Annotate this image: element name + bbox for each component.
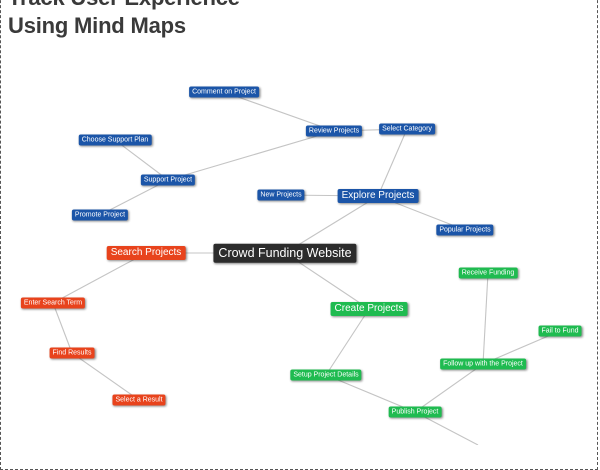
link-explore-select-category (377, 128, 408, 197)
node-promote-project[interactable]: Promote Project (71, 209, 129, 221)
node-root[interactable]: Crowd Funding Website (213, 243, 357, 263)
node-follow-up-with-project[interactable]: Follow up with the Project (440, 358, 526, 370)
node-fail-to-fund[interactable]: Fail to Fund (538, 325, 582, 337)
link-setup-publish (325, 374, 416, 413)
node-explore-projects[interactable]: Explore Projects (337, 189, 419, 203)
link-find-results-select (71, 352, 140, 401)
node-select-a-result[interactable]: Select a Result (112, 394, 166, 406)
node-choose-support-plan[interactable]: Choose Support Plan (78, 134, 152, 146)
page-title-line-1: Track User Experience (8, 0, 240, 10)
link-enter-term-find-results (52, 302, 73, 354)
node-search-projects[interactable]: Search Projects (106, 246, 186, 260)
link-search-enter-term (52, 252, 147, 304)
link-publish-offscreen (414, 411, 479, 445)
link-support-choose-plan (114, 139, 169, 181)
node-comment-on-project[interactable]: Comment on Project (189, 86, 259, 98)
link-create-setup (325, 308, 370, 376)
node-review-projects[interactable]: Review Projects (305, 125, 363, 137)
node-setup-project-details[interactable]: Setup Project Details (290, 369, 362, 381)
link-review-comment (223, 91, 335, 132)
node-create-projects[interactable]: Create Projects (330, 302, 408, 316)
link-root-explore (284, 195, 379, 254)
node-popular-projects[interactable]: Popular Projects (436, 224, 494, 236)
link-root-create (284, 252, 370, 310)
node-support-project[interactable]: Support Project (140, 174, 196, 186)
node-find-results[interactable]: Find Results (49, 347, 95, 359)
node-enter-search-term[interactable]: Enter Search Term (20, 297, 86, 309)
link-follow-up-receive (482, 272, 489, 365)
link-support-promote (99, 179, 169, 216)
node-receive-funding[interactable]: Receive Funding (458, 267, 518, 279)
node-publish-project[interactable]: Publish Project (388, 406, 442, 418)
link-publish-follow-up (414, 363, 484, 413)
node-new-projects[interactable]: New Projects (257, 189, 305, 201)
page-title-line-2: Using Mind Maps (8, 13, 186, 38)
node-select-category[interactable]: Select Category (379, 123, 435, 135)
link-review-support (167, 130, 335, 181)
